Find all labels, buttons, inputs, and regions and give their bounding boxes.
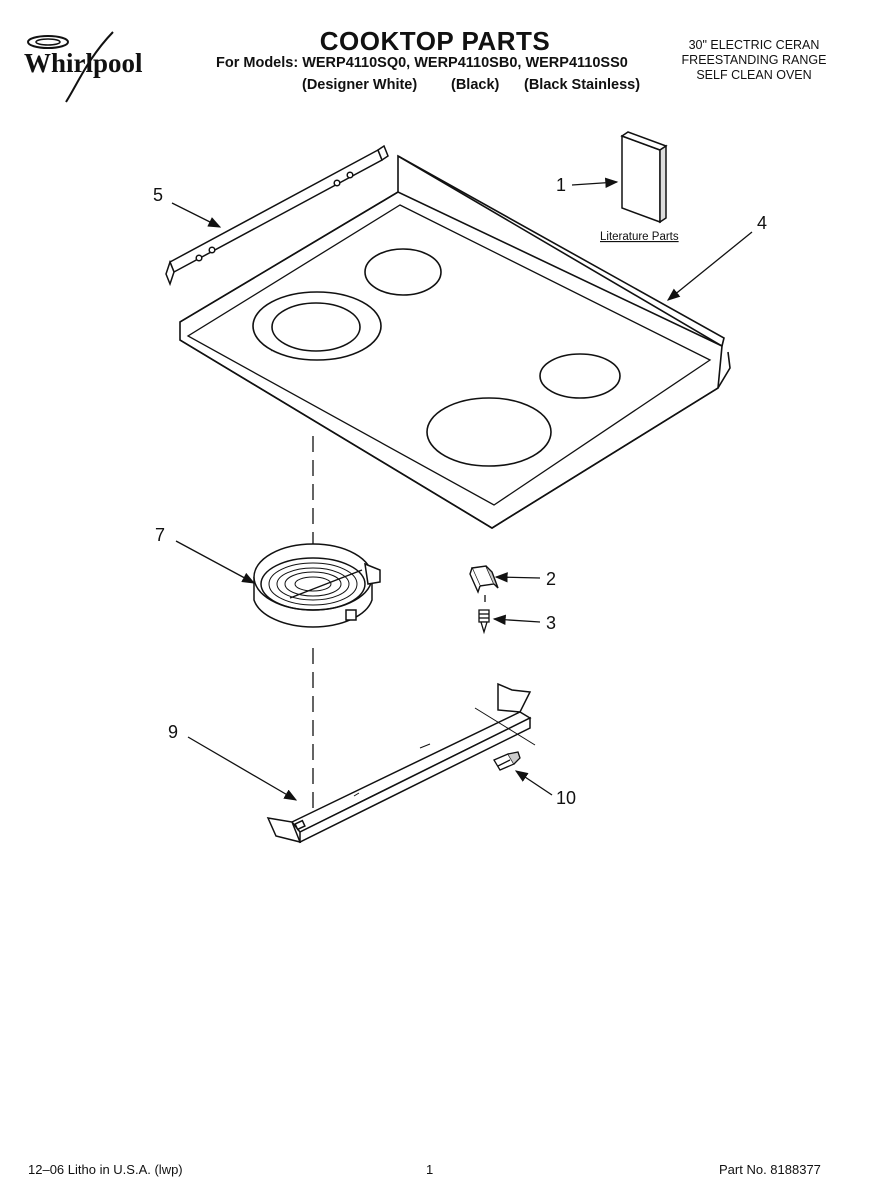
callout-7: 7 — [155, 525, 165, 545]
leader-line-7 — [175, 540, 256, 584]
radiant-surface-element — [253, 543, 381, 628]
ceramic-cooktop: · · · — [179, 154, 731, 529]
whirlpool-logo: Whirlpool — [18, 28, 178, 108]
leader-line-4 — [666, 231, 753, 301]
literature-parts-booklet — [620, 131, 668, 224]
burner-rear-right — [539, 353, 621, 399]
callout-4: 4 — [757, 213, 767, 233]
support-bracket — [266, 682, 536, 844]
product-description: 30" ELECTRIC CERAN FREESTANDING RANGE SE… — [664, 38, 844, 83]
variant-designer-white: (Designer White) — [302, 77, 418, 93]
burner-front-left-inner — [271, 302, 361, 352]
leader-line-2 — [494, 572, 541, 583]
print-info: 12–06 Litho in U.S.A. (lwp) — [28, 1162, 183, 1177]
callout-9: 9 — [168, 722, 178, 742]
svg-text:Whirlpool: Whirlpool — [24, 48, 143, 78]
svg-text:· · ·: · · · — [269, 348, 279, 356]
callout-1: 1 — [556, 175, 566, 195]
cooktop-clip — [469, 565, 499, 594]
callout-3: 3 — [546, 613, 556, 633]
page-number: 1 — [426, 1162, 434, 1177]
burner-rear-left — [364, 248, 442, 296]
leader-line-5 — [171, 202, 222, 228]
product-line-3: SELF CLEAN OVEN — [696, 68, 812, 82]
leader-line-3 — [492, 614, 541, 625]
burner-front-right — [426, 397, 552, 467]
callout-10: 10 — [556, 788, 576, 808]
callout-2: 2 — [546, 569, 556, 589]
rear-trim-bracket — [165, 144, 389, 287]
literature-parts-label: Literature Parts — [600, 231, 679, 243]
leader-line-1 — [571, 177, 619, 188]
part-number: Part No. 8188377 — [719, 1162, 821, 1177]
product-line-2: FREESTANDING RANGE — [681, 53, 827, 67]
page-title: COOKTOP PARTS — [319, 26, 551, 56]
callout-5: 5 — [153, 185, 163, 205]
product-line-1: 30" ELECTRIC CERAN — [688, 38, 820, 52]
leader-line-9 — [187, 736, 298, 801]
bracket-screw — [493, 751, 521, 771]
whirlpool-logo-mark: Whirlpool — [24, 31, 143, 103]
variant-black-stainless: (Black Stainless) — [524, 77, 641, 93]
variant-black: (Black) — [451, 77, 500, 93]
leader-line-10 — [514, 770, 553, 796]
model-numbers: For Models: WERP4110SQ0, WERP4110SB0, WE… — [216, 55, 628, 71]
clip-screw — [478, 609, 490, 635]
